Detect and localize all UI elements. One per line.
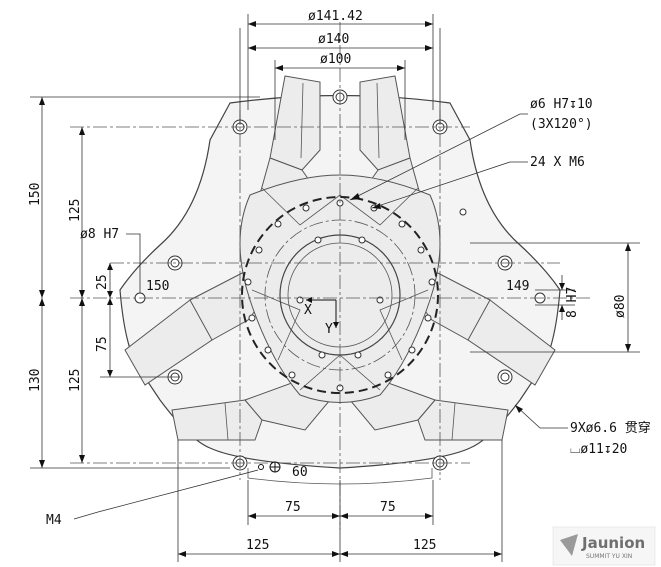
- dim-left-130-label: 130: [28, 369, 43, 392]
- dim-140: ø140: [248, 32, 433, 51]
- center-lines: [70, 22, 590, 530]
- dim-141: ø141.42: [247, 9, 434, 110]
- callout-pin8: ø8 H7 150: [80, 227, 169, 294]
- marker-60: 60: [258, 461, 308, 480]
- axis-y-label: Y: [325, 322, 333, 337]
- dim-100: ø100: [274, 52, 406, 140]
- dim-140-label: ø140: [318, 32, 349, 47]
- dim-141-label: ø141.42: [308, 9, 363, 24]
- dim-left-25-label: 25: [95, 274, 110, 290]
- dim-bottom-125-right-label: 125: [413, 538, 436, 553]
- callout-pin6: ø6 H7↧10 (3X120°): [349, 97, 593, 201]
- local-axes: X Y: [304, 297, 339, 337]
- dim-left-150-label: 150: [28, 183, 43, 206]
- brand-logo: Jaunion SUMMIT YU XIN: [552, 526, 656, 566]
- dim-bottom-75-left-label: 75: [285, 500, 301, 515]
- callout-counterbore-label: ⌴ø11↧20: [570, 442, 627, 457]
- logo-mark-icon: [560, 534, 578, 556]
- callout-holes: 9Xø6.6 贯穿 ⌴ø11↧20: [514, 404, 651, 457]
- dim-h7-label: 8 H7: [565, 287, 580, 318]
- dim-bottom-75-right-label: 75: [380, 500, 396, 515]
- axis-x-label: X: [304, 303, 312, 318]
- callout-m6: 24 X M6: [371, 155, 585, 209]
- dim-left-75-label: 75: [95, 336, 110, 352]
- callout-pin6-label: ø6 H7↧10: [530, 97, 593, 112]
- callout-pin6-pattern-label: (3X120°): [530, 117, 593, 132]
- left-dims: 150 125 25 75 130 125: [28, 96, 260, 469]
- dim-100-label: ø100: [320, 52, 351, 67]
- dim-bottom-125-left-label: 125: [246, 538, 269, 553]
- dim-side-150-label: 150: [146, 279, 169, 294]
- bolt-circle-dashed: [241, 196, 439, 394]
- dim-left-125-top-label: 125: [68, 199, 83, 222]
- dim-side-149-label: 149: [506, 279, 529, 294]
- dim-left-125-bot-label: 125: [68, 369, 83, 392]
- dim-80-label: ø80: [613, 295, 628, 318]
- dim-60-label: 60: [292, 465, 308, 480]
- callout-m4-label: M4: [46, 513, 62, 528]
- logo-sub: SUMMIT YU XIN: [586, 553, 632, 560]
- bottom-dims: 75 75 125 125: [177, 440, 503, 562]
- callout-m4: M4: [46, 469, 259, 528]
- callout-m6-label: 24 X M6: [530, 155, 585, 170]
- callout-pin8-label: ø8 H7: [80, 227, 119, 242]
- callout-holes-label: 9Xø6.6 贯穿: [570, 420, 651, 436]
- logo-name: Jaunion: [581, 534, 645, 552]
- jaw-bottom-right: [349, 379, 509, 441]
- right-dims: 149 8 H7 ø80: [470, 242, 640, 353]
